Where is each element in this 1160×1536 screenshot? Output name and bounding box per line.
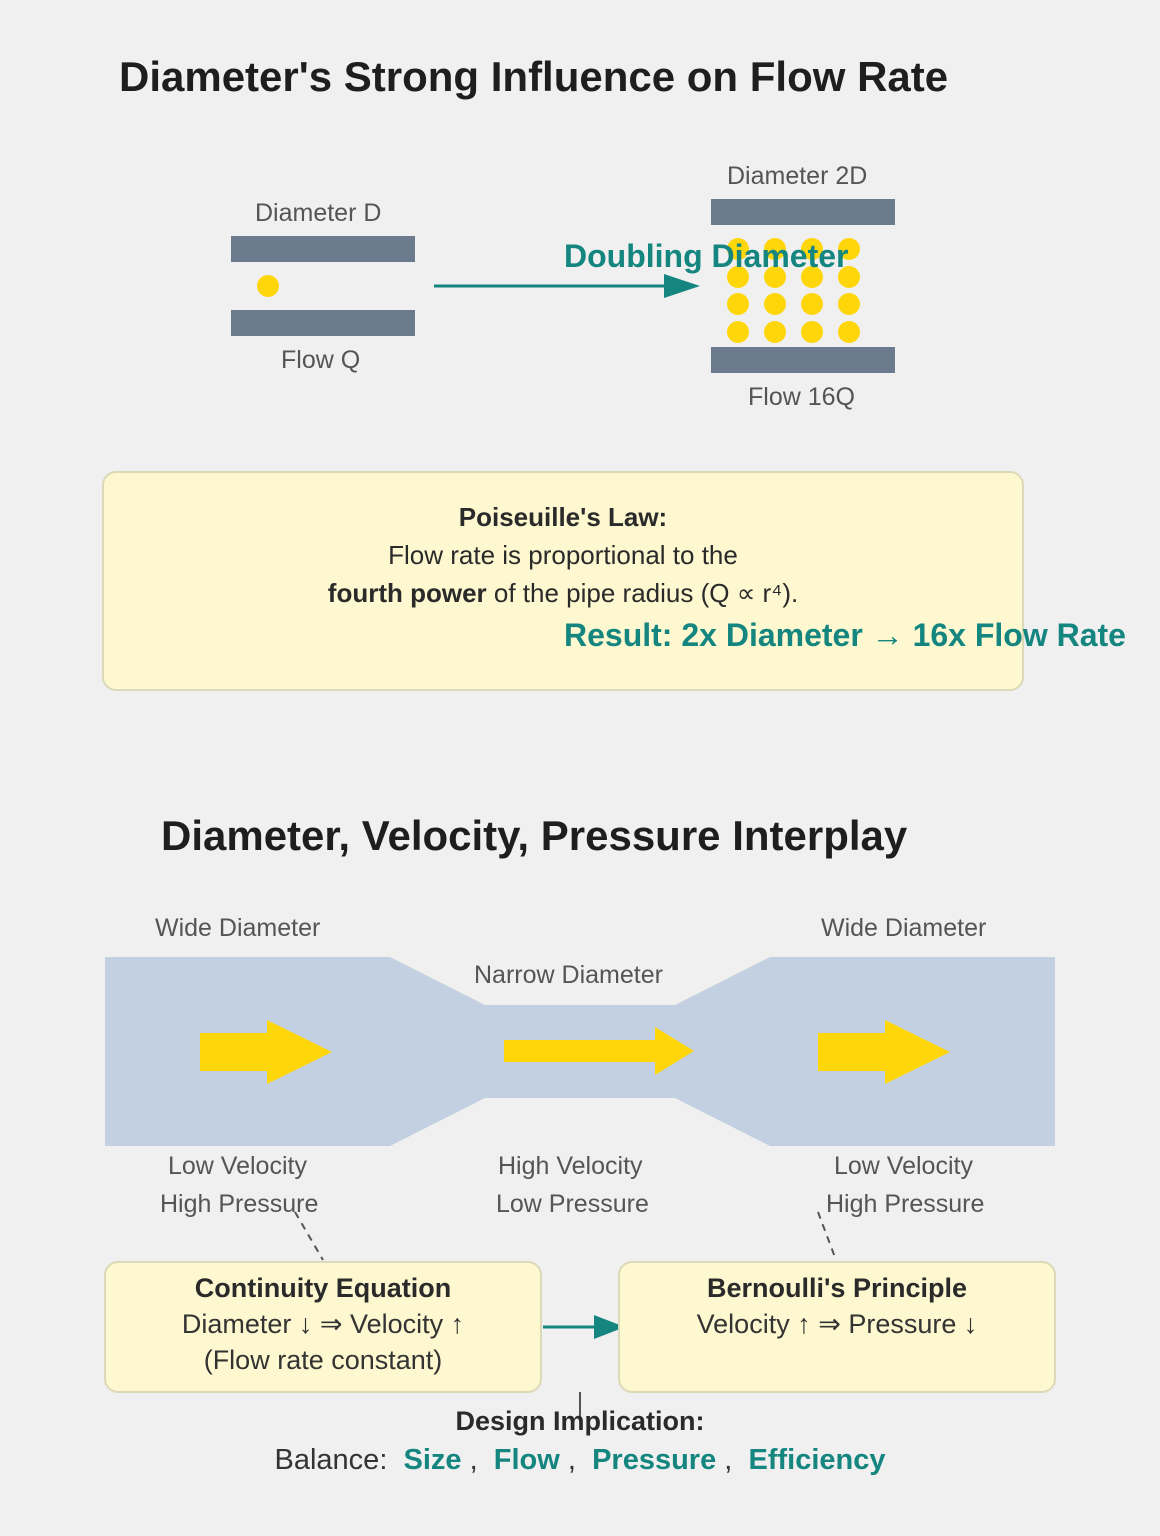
small-pipe-diameter-label: Diameter D bbox=[255, 199, 382, 227]
small-pipe-bottom-wall bbox=[231, 310, 415, 336]
big-pipe-particle bbox=[838, 321, 860, 343]
big-pipe-particle bbox=[727, 321, 749, 343]
big-pipe-particle bbox=[838, 266, 860, 288]
design-item-size: Size bbox=[403, 1444, 462, 1476]
big-pipe-particle bbox=[727, 293, 749, 315]
design-item-efficiency: Efficiency bbox=[748, 1444, 886, 1476]
right-diameter-label: Wide Diameter bbox=[821, 914, 987, 942]
small-pipe-flow-label: Flow Q bbox=[281, 346, 361, 374]
continuity-text: Continuity Equation Diameter ↓ ⇒ Velocit… bbox=[104, 1270, 542, 1378]
small-pipe-particle bbox=[257, 275, 279, 297]
big-pipe-particle bbox=[801, 293, 823, 315]
big-pipe-particle bbox=[838, 238, 860, 260]
continuity-line1: Diameter ↓ ⇒ Velocity ↑ bbox=[181, 1309, 465, 1339]
right-velocity-label: Low Velocity bbox=[834, 1152, 973, 1180]
continuity-line2: (Flow rate constant) bbox=[203, 1345, 443, 1375]
poiseuille-result: Result: 2x Diameter → 16x Flow Rate bbox=[564, 617, 1126, 653]
section1-title: Diameter's Strong Influence on Flow Rate bbox=[119, 53, 949, 100]
connector-right bbox=[817, 1211, 837, 1261]
big-pipe-particle bbox=[801, 238, 823, 260]
design-item-pressure: Pressure bbox=[592, 1444, 717, 1476]
equation-arrow-head bbox=[594, 1315, 625, 1339]
bernoulli-title: Bernoulli's Principle bbox=[707, 1273, 967, 1303]
poiseuille-box bbox=[102, 471, 1024, 691]
big-pipe-top-wall bbox=[711, 199, 895, 225]
bernoulli-text: Bernoulli's Principle Velocity ↑ ⇒ Press… bbox=[618, 1270, 1056, 1342]
design-title: Design Implication: bbox=[455, 1406, 705, 1436]
big-pipe-flow-label: Flow 16Q bbox=[748, 383, 855, 411]
left-pressure-label: High Pressure bbox=[160, 1190, 319, 1218]
small-pipe-top-wall bbox=[231, 236, 415, 262]
middle-pressure-label: Low Pressure bbox=[496, 1190, 649, 1218]
design-sep-2: , bbox=[567, 1444, 576, 1476]
poiseuille-line2: fourth power of the pipe radius (Q ∝ r⁴)… bbox=[102, 574, 1024, 612]
design-sep-3: , bbox=[724, 1444, 733, 1476]
flow-arrow-left bbox=[200, 1020, 332, 1084]
design-balance-line: Balance: Size , Flow , Pressure , Effici… bbox=[0, 1443, 1160, 1477]
big-pipe-particle bbox=[764, 238, 786, 260]
flow-arrow-middle bbox=[504, 1027, 694, 1075]
big-pipe-particle bbox=[838, 293, 860, 315]
big-pipe-bottom-wall bbox=[711, 347, 895, 373]
design-item-flow: Flow bbox=[493, 1444, 560, 1476]
left-diameter-label: Wide Diameter bbox=[155, 914, 321, 942]
connector-left bbox=[294, 1211, 324, 1261]
poiseuille-line2-rest: of the pipe radius (Q ∝ r⁴). bbox=[486, 578, 799, 608]
big-pipe-particle bbox=[764, 321, 786, 343]
left-velocity-label: Low Velocity bbox=[168, 1152, 307, 1180]
poiseuille-heading: Poiseuille's Law: bbox=[458, 502, 668, 532]
right-pressure-label: High Pressure bbox=[826, 1190, 985, 1218]
poiseuille-fourth-power: fourth power bbox=[327, 578, 487, 608]
big-pipe-particle bbox=[764, 266, 786, 288]
design-prefix: Balance: bbox=[274, 1444, 388, 1476]
bernoulli-line1: Velocity ↑ ⇒ Pressure ↓ bbox=[696, 1309, 978, 1339]
section2-title: Diameter, Velocity, Pressure Interplay bbox=[161, 812, 908, 859]
middle-diameter-label: Narrow Diameter bbox=[474, 961, 663, 989]
poiseuille-text: Poiseuille's Law: Flow rate is proportio… bbox=[102, 498, 1024, 612]
doubling-arrow-head bbox=[664, 274, 700, 298]
doubling-diameter-label: Doubling Diameter bbox=[564, 238, 849, 274]
big-pipe-particle bbox=[727, 238, 749, 260]
flow-arrow-right bbox=[818, 1020, 950, 1084]
big-pipe-diameter-label: Diameter 2D bbox=[727, 162, 868, 190]
continuity-box bbox=[104, 1261, 542, 1393]
big-pipe-particle bbox=[764, 293, 786, 315]
bernoulli-box bbox=[618, 1261, 1056, 1393]
big-pipe-particle bbox=[727, 266, 749, 288]
poiseuille-line1: Flow rate is proportional to the bbox=[388, 540, 738, 570]
big-pipe-particle bbox=[801, 321, 823, 343]
big-pipe-particle bbox=[801, 266, 823, 288]
big-pipe-particles bbox=[727, 238, 860, 343]
design-sep-1: , bbox=[469, 1444, 478, 1476]
continuity-title: Continuity Equation bbox=[194, 1273, 452, 1303]
middle-velocity-label: High Velocity bbox=[498, 1152, 643, 1180]
